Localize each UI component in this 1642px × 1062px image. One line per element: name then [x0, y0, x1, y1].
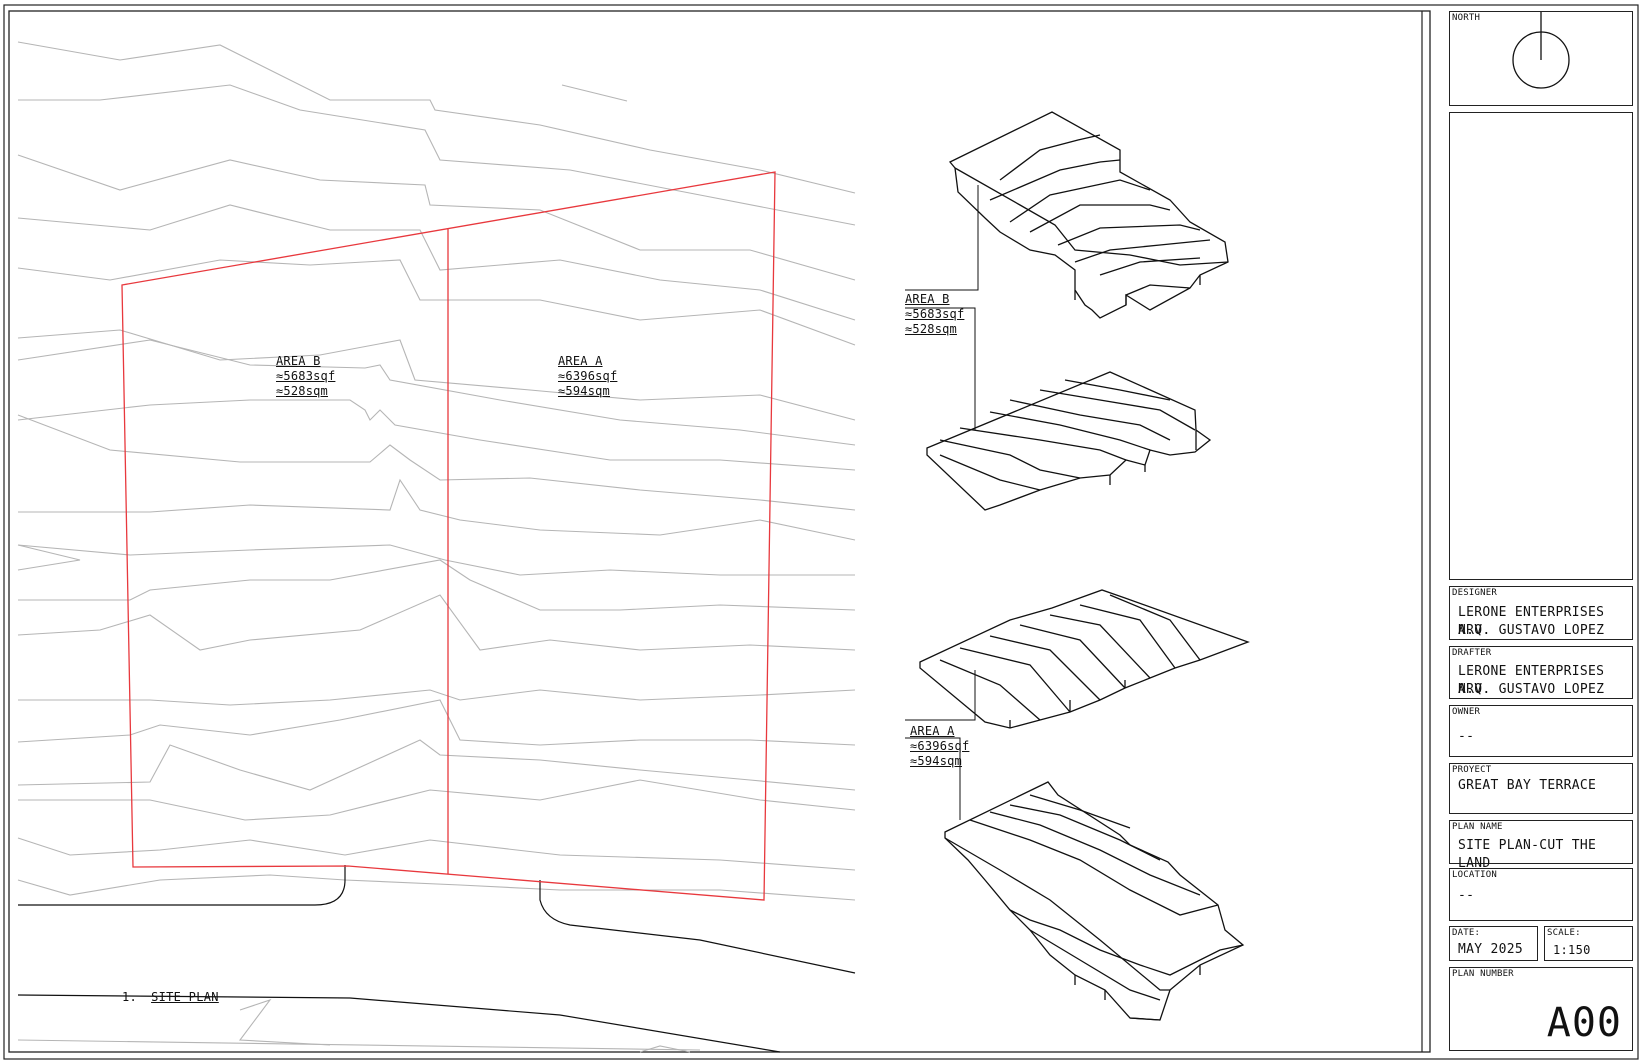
owner-value: --	[1458, 729, 1475, 744]
road-edges	[17, 865, 856, 1053]
designer-box: DESIGNER LERONE ENTERPRISES N.V. ARQ. GU…	[1449, 586, 1633, 640]
designer-line1: LERONE ENTERPRISES N.V.	[1458, 605, 1605, 638]
notes-box	[1449, 112, 1633, 580]
plan-number-value: A00	[1546, 1000, 1622, 1046]
iso-area-b-sqf: ≈5683sqf	[905, 307, 965, 321]
drawing-number: 1.	[122, 990, 138, 1004]
label-leaders	[905, 185, 979, 820]
plan-number-label: PLAN NUMBER	[1452, 969, 1514, 979]
project-label: PROYECT	[1452, 765, 1492, 775]
area-a-label: AREA A ≈6396sqf ≈594sqm	[558, 354, 617, 399]
area-b-name: AREA B	[276, 354, 321, 368]
area-b-sqm: ≈528sqm	[276, 384, 328, 398]
iso-block-area-b-cut	[948, 111, 1229, 319]
drafter-line1: LERONE ENTERPRISES N.V.	[1458, 664, 1605, 697]
isometric-land-blocks	[905, 111, 1250, 1021]
scale-box: SCALE: 1:150	[1544, 926, 1633, 961]
terrain-contours	[17, 41, 856, 1053]
drafter-line2: ARQ. GUSTAVO LOPEZ	[1458, 682, 1605, 697]
owner-box: OWNER --	[1449, 705, 1633, 757]
project-value: GREAT BAY TERRACE	[1458, 778, 1597, 793]
location-value: --	[1458, 888, 1475, 903]
iso-block-area-b-fill	[926, 371, 1212, 511]
iso-area-b-sqm: ≈528sqm	[905, 322, 957, 336]
project-box: PROYECT GREAT BAY TERRACE	[1449, 763, 1633, 814]
iso-area-a-name: AREA A	[910, 724, 955, 738]
drafter-label: DRAFTER	[1452, 648, 1492, 658]
iso-block-area-a-cut	[944, 781, 1245, 1021]
drafter-box: DRAFTER LERONE ENTERPRISES N.V. ARQ. GUS…	[1449, 646, 1633, 699]
area-b-label: AREA B ≈5683sqf ≈528sqm	[276, 354, 335, 399]
owner-label: OWNER	[1452, 707, 1481, 717]
scale-value: 1:150	[1553, 943, 1591, 957]
iso-area-a-sqf: ≈6396sqf	[910, 739, 970, 753]
scale-label: SCALE:	[1547, 928, 1581, 938]
location-box: LOCATION --	[1449, 868, 1633, 921]
iso-area-a-label: AREA A ≈6396sqf ≈594sqm	[910, 724, 969, 769]
date-value: MAY 2025	[1458, 942, 1524, 957]
designer-label: DESIGNER	[1452, 588, 1497, 598]
plan-name-box: PLAN NAME SITE PLAN-CUT THE LAND	[1449, 820, 1633, 871]
area-a-sqf: ≈6396sqf	[558, 369, 618, 383]
designer-line2: ARQ. GUSTAVO LOPEZ	[1458, 623, 1605, 638]
date-box: DATE: MAY 2025	[1449, 926, 1538, 961]
area-a-name: AREA A	[558, 354, 603, 368]
area-b-sqf: ≈5683sqf	[276, 369, 336, 383]
iso-area-b-label: AREA B ≈5683sqf ≈528sqm	[905, 292, 964, 337]
north-box: NORTH	[1449, 11, 1633, 106]
north-label: NORTH	[1452, 13, 1481, 23]
location-label: LOCATION	[1452, 870, 1497, 880]
date-label: DATE:	[1452, 928, 1481, 938]
iso-area-a-sqm: ≈594sqm	[910, 754, 962, 768]
drawing-title-text: SITE PLAN	[151, 990, 219, 1004]
iso-area-b-name: AREA B	[905, 292, 950, 306]
plan-name-label: PLAN NAME	[1452, 822, 1503, 832]
plan-name-value: SITE PLAN-CUT THE LAND	[1458, 838, 1597, 871]
plan-number-box: PLAN NUMBER A00	[1449, 967, 1633, 1051]
drawing-title: 1. SITE PLAN	[122, 990, 219, 1004]
iso-block-area-a-fill	[919, 589, 1250, 729]
property-boundary	[121, 171, 776, 901]
area-a-sqm: ≈594sqm	[558, 384, 610, 398]
north-arrow-icon	[1512, 12, 1570, 89]
